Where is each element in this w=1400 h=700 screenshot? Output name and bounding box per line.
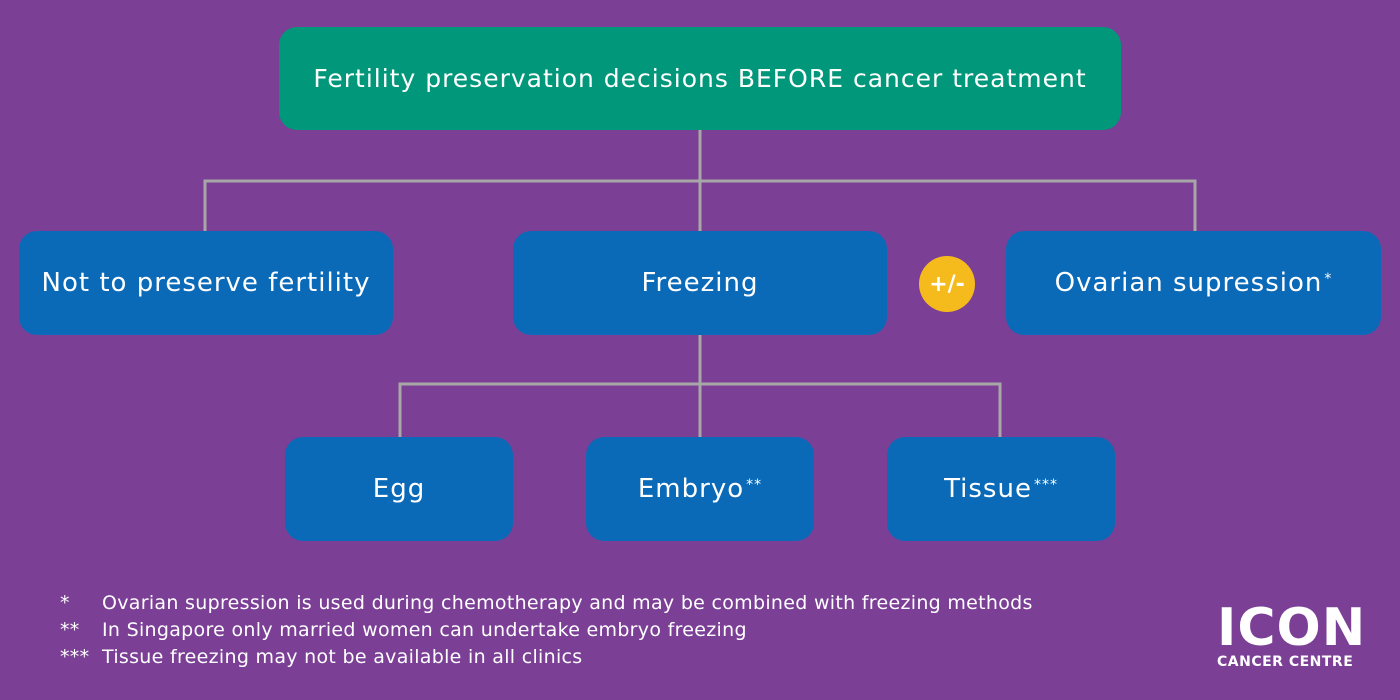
ovarian-label: Ovarian supression <box>1054 268 1323 298</box>
footnote-2-text: In Singapore only married women can unde… <box>102 619 747 641</box>
embryo-box: Embryo** <box>586 437 814 541</box>
ovarian-supression-box: Ovarian supression* <box>1006 231 1381 335</box>
footnotes: * Ovarian supression is used during chem… <box>60 590 1033 671</box>
footnote-2-mark: ** <box>60 619 80 641</box>
footnote-1: * Ovarian supression is used during chem… <box>60 590 1033 617</box>
freezing-box: Freezing <box>513 231 887 335</box>
embryo-label: Embryo <box>637 474 745 504</box>
footnote-3-mark: *** <box>60 646 90 668</box>
level1-branch-line <box>203 179 1197 231</box>
root-decision-box: Fertility preservation decisions BEFORE … <box>279 27 1121 130</box>
egg-box: Egg <box>285 437 513 541</box>
tissue-label: Tissue <box>944 474 1032 504</box>
not-preserve-box: Not to preserve fertility <box>19 231 393 335</box>
not-preserve-label: Not to preserve fertility <box>41 268 371 298</box>
logo-subtitle: CANCER CENTRE <box>1217 654 1354 670</box>
embryo-footnote-mark: ** <box>746 477 763 493</box>
egg-label: Egg <box>372 474 426 504</box>
ovarian-footnote-mark: * <box>1324 271 1333 287</box>
footnote-3-text: Tissue freezing may not be available in … <box>102 646 583 668</box>
level2-branch-line <box>398 382 1002 437</box>
freezing-label: Freezing <box>641 268 759 298</box>
tissue-box: Tissue*** <box>887 437 1115 541</box>
plus-minus-label: +/- <box>929 271 965 297</box>
icon-cancer-centre-logo: ICON CANCER CENTRE <box>1217 602 1367 672</box>
footnote-2: ** In Singapore only married women can u… <box>60 617 1033 644</box>
footnote-1-text: Ovarian supression is used during chemot… <box>102 592 1033 614</box>
plus-minus-badge: +/- <box>919 256 975 312</box>
root-label: Fertility preservation decisions BEFORE … <box>313 64 1087 93</box>
footnote-3: *** Tissue freezing may not be available… <box>60 644 1033 671</box>
logo-wordmark: ICON <box>1217 598 1367 658</box>
tissue-footnote-mark: *** <box>1033 477 1058 493</box>
footnote-1-mark: * <box>60 592 70 614</box>
